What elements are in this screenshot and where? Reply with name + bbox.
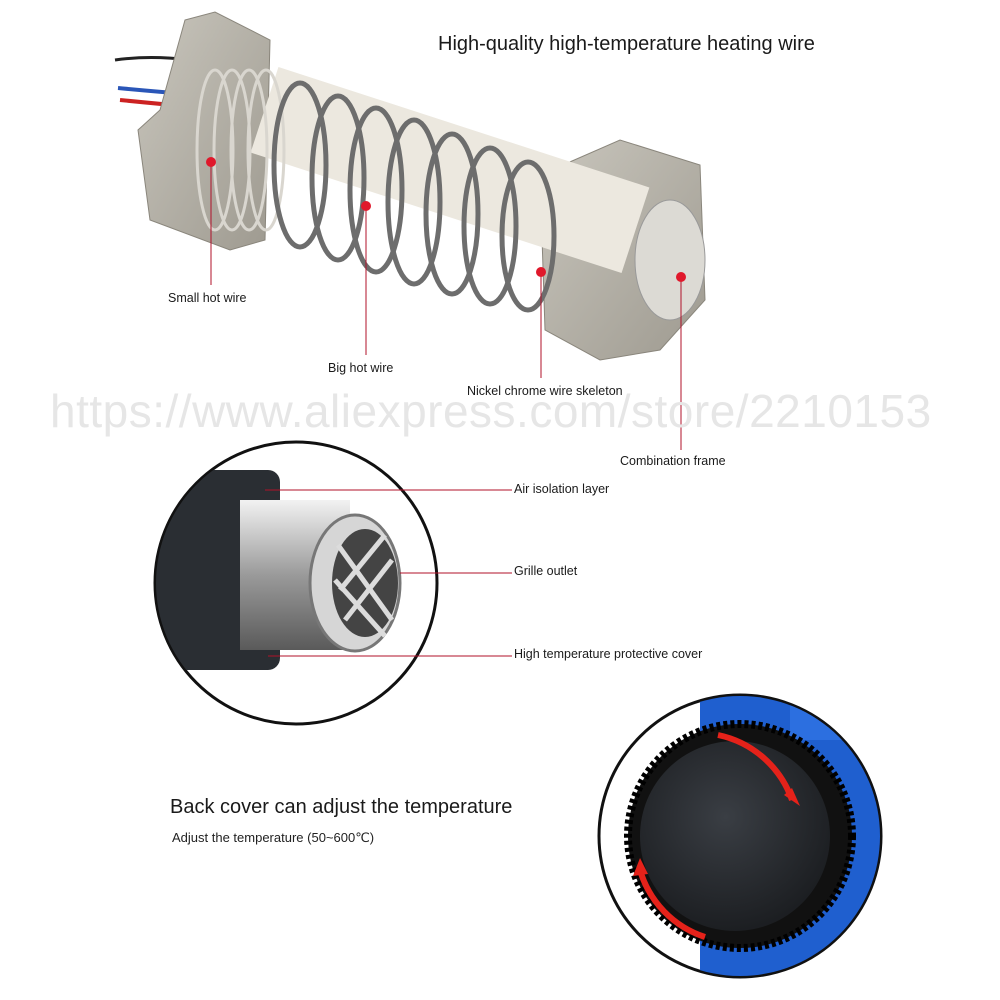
label-air-isolation: Air isolation layer	[514, 482, 610, 496]
label-combination-frame: Combination frame	[620, 454, 726, 468]
adjust-arrow-bottom	[637, 869, 706, 940]
big-coil-group	[271, 80, 557, 313]
small-coil-group	[195, 68, 286, 232]
label-nickel-skeleton: Nickel chrome wire skeleton	[467, 384, 623, 398]
marker-dots	[206, 157, 686, 282]
subheading-bottom: Adjust the temperature (50~600℃)	[172, 830, 375, 845]
nozzle-leader-lines	[265, 489, 512, 657]
back-cover-closeup	[597, 693, 883, 979]
label-protective-cover: High temperature protective cover	[514, 647, 703, 661]
heading-top: High-quality high-temperature heating wi…	[438, 33, 815, 55]
label-grille-outlet: Grille outlet	[514, 564, 578, 578]
perforated-disc	[634, 199, 706, 321]
label-small-hot-wire: Small hot wire	[168, 291, 247, 305]
mica-core	[250, 66, 650, 274]
nozzle-closeup	[153, 440, 439, 726]
label-big-hot-wire: Big hot wire	[328, 361, 394, 375]
leader-lines	[210, 162, 682, 450]
heading-bottom: Back cover can adjust the temperature	[170, 796, 513, 818]
adjust-arrow-top	[717, 732, 795, 802]
watermark: https://www.aliexpress.com/store/2210153	[50, 385, 932, 437]
